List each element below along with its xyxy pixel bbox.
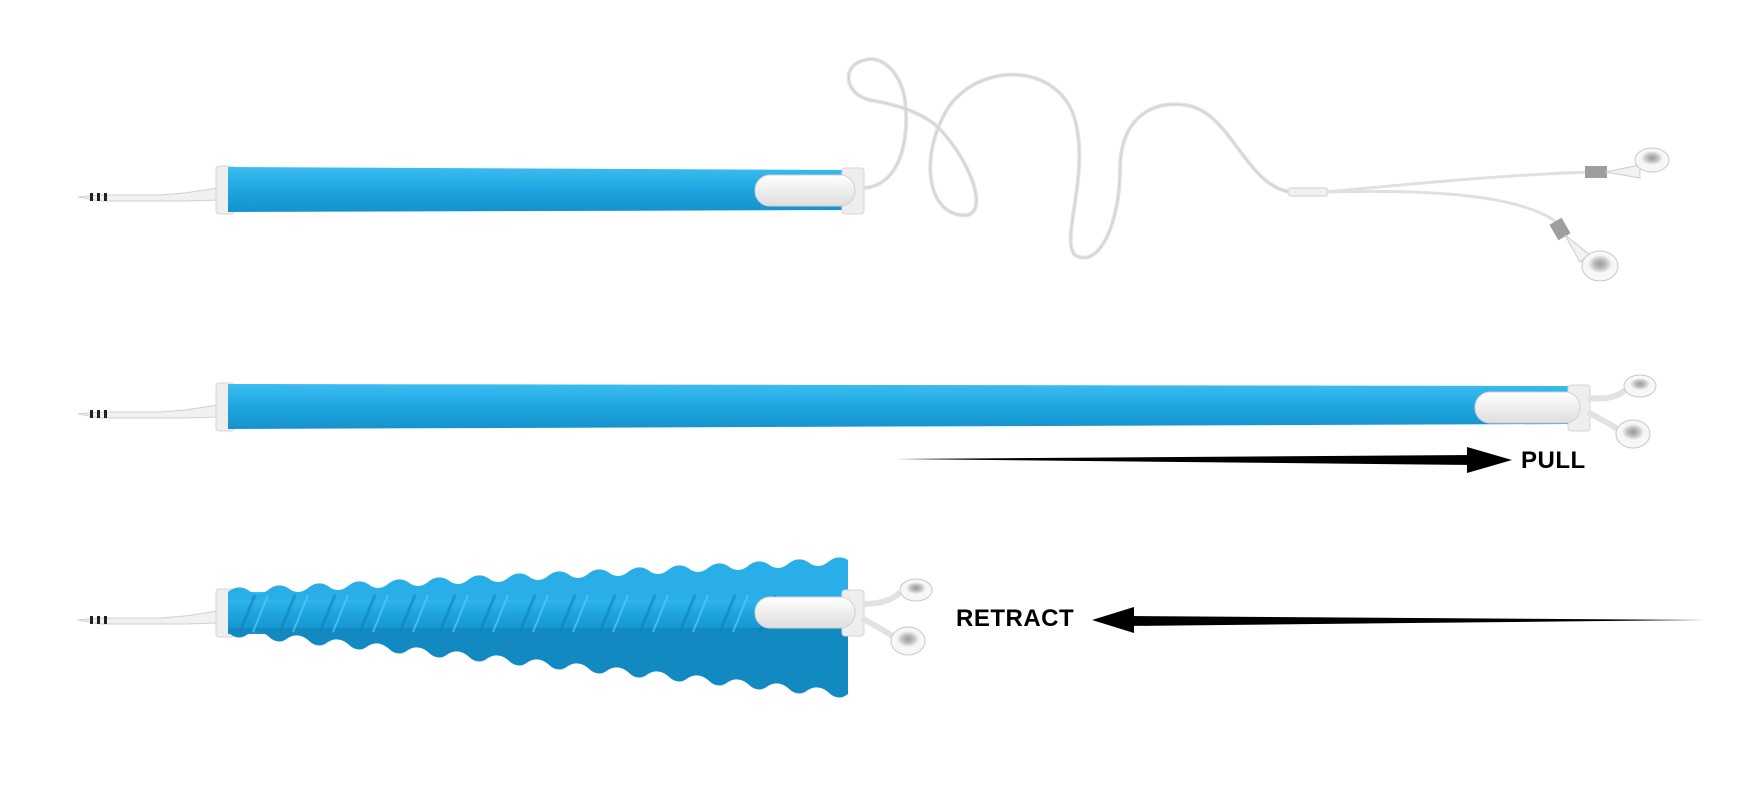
earbud-left-icon (1586, 409, 1651, 449)
cable-splitter (1287, 187, 1329, 197)
row-1-cable-extended (77, 57, 1670, 282)
retract-arrow (1092, 607, 1705, 633)
coiled-blue-retractor-tube (215, 557, 865, 698)
audio-jack-plug-icon (77, 610, 219, 625)
pull-label: PULL (1521, 447, 1586, 474)
slider-clip (754, 174, 856, 207)
earbud-right-icon (861, 578, 933, 607)
row-3-retracted (77, 557, 1705, 698)
row-2-pulled (77, 374, 1657, 473)
earbud-left-icon (860, 615, 926, 656)
pull-arrow (895, 447, 1512, 473)
earphone-cable (846, 57, 1322, 260)
earbud-right-icon (1587, 374, 1657, 402)
audio-jack-plug-icon (77, 404, 219, 419)
slider-clip (754, 596, 856, 629)
slider-clip (1474, 391, 1581, 424)
retract-label: RETRACT (956, 605, 1075, 632)
earbud-left-icon (1549, 217, 1619, 282)
earbud-right-icon (1585, 147, 1670, 179)
blue-retractor-tube (215, 382, 1591, 432)
audio-jack-plug-icon (77, 187, 219, 202)
blue-retractor-tube (215, 165, 865, 215)
